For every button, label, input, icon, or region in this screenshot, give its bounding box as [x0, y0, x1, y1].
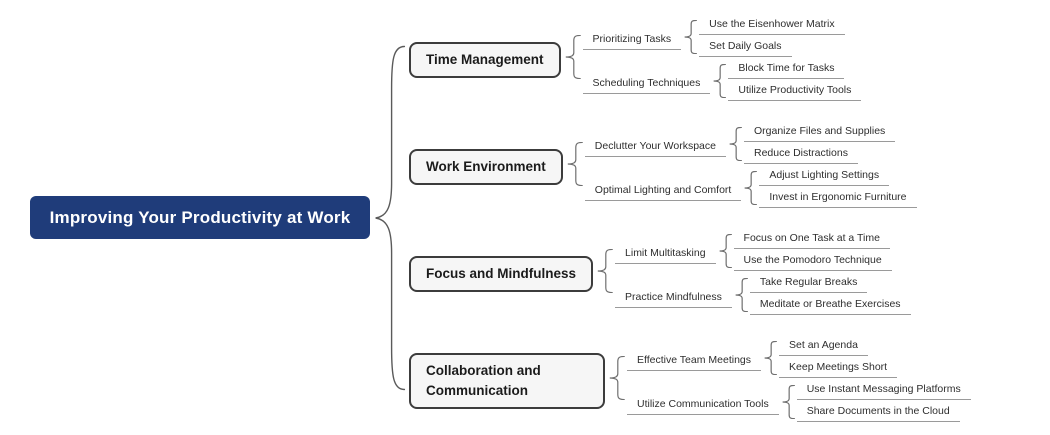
- subtopic-brace-connector: [684, 20, 697, 54]
- child-group: Practice Mindfulness Take Regular Breaks…: [615, 271, 911, 315]
- subtopic-node[interactable]: Optimal Lighting and Comfort: [584, 179, 742, 201]
- branch-node-time-management[interactable]: Time Management: [409, 42, 561, 78]
- children-column: Declutter Your Workspace Organize Files …: [584, 120, 917, 208]
- leaves-column: Use Instant Messaging Platforms Share Do…: [796, 378, 971, 422]
- leaves-column: Take Regular Breaks Meditate or Breathe …: [749, 271, 911, 315]
- root-node-label: Improving Your Productivity at Work: [49, 207, 351, 227]
- subtopic-brace-connector: [744, 171, 757, 205]
- leaves-column: Focus on One Task at a Time Use the Pomo…: [733, 227, 892, 271]
- root-node[interactable]: Improving Your Productivity at Work: [30, 196, 370, 239]
- branch-label: Focus and Mindfulness: [426, 266, 577, 282]
- leaf-node[interactable]: Adjust Lighting Settings: [759, 164, 890, 186]
- root-brace-connector: [374, 43, 406, 393]
- leaf-node[interactable]: Use the Pomodoro Technique: [733, 249, 892, 271]
- child-group: Prioritizing Tasks Use the Eisenhower Ma…: [582, 13, 862, 57]
- subtopic-node[interactable]: Practice Mindfulness: [615, 286, 732, 308]
- leaf-node[interactable]: Set Daily Goals: [699, 35, 792, 57]
- subtopic-node[interactable]: Scheduling Techniques: [582, 72, 711, 94]
- leaf-node[interactable]: Keep Meetings Short: [779, 356, 898, 378]
- leaves-column: Block Time for Tasks Utilize Productivit…: [728, 57, 862, 101]
- branch-brace-connector: [567, 142, 583, 186]
- subtopic-brace-connector: [764, 341, 777, 375]
- leaf-node[interactable]: Block Time for Tasks: [728, 57, 845, 79]
- leaves-column: Adjust Lighting Settings Invest in Ergon…: [759, 164, 917, 208]
- subtopic-node[interactable]: Effective Team Meetings: [627, 349, 762, 371]
- subtopic-node[interactable]: Limit Multitasking: [615, 242, 716, 264]
- branch-node-work-environment[interactable]: Work Environment: [409, 149, 563, 185]
- branch-group-focus-and-mindfulness: Focus and Mindfulness Limit Multitasking…: [409, 227, 971, 315]
- subtopic-brace-connector: [782, 385, 795, 419]
- child-group: Utilize Communication Tools Use Instant …: [627, 378, 971, 422]
- child-group: Declutter Your Workspace Organize Files …: [584, 120, 917, 164]
- branch-node-collaboration-and-communication[interactable]: Collaboration and Communication: [409, 353, 605, 409]
- leaf-node[interactable]: Utilize Productivity Tools: [728, 79, 862, 101]
- subtopic-node[interactable]: Prioritizing Tasks: [582, 28, 682, 50]
- branch-group-time-management: Time Management Prioritizing Tasks Use t…: [409, 13, 971, 101]
- subtopic-brace-connector: [719, 234, 732, 268]
- subtopic-node[interactable]: Declutter Your Workspace: [584, 135, 726, 157]
- leaf-node[interactable]: Set an Agenda: [779, 334, 868, 356]
- leaves-column: Set an Agenda Keep Meetings Short: [779, 334, 898, 378]
- branch-label: Work Environment: [426, 159, 546, 175]
- leaf-node[interactable]: Organize Files and Supplies: [743, 120, 896, 142]
- subtopic-brace-connector: [729, 127, 742, 161]
- branch-brace-connector: [609, 356, 625, 400]
- leaf-node[interactable]: Invest in Ergonomic Furniture: [759, 186, 917, 208]
- children-column: Prioritizing Tasks Use the Eisenhower Ma…: [582, 13, 862, 101]
- subtopic-node[interactable]: Utilize Communication Tools: [627, 393, 779, 415]
- branches-column: Time Management Prioritizing Tasks Use t…: [409, 13, 971, 422]
- leaf-node[interactable]: Meditate or Breathe Exercises: [749, 293, 911, 315]
- child-group: Optimal Lighting and Comfort Adjust Ligh…: [584, 164, 917, 208]
- child-group: Scheduling Techniques Block Time for Tas…: [582, 57, 862, 101]
- branch-node-focus-and-mindfulness[interactable]: Focus and Mindfulness: [409, 256, 594, 292]
- subtopic-brace-connector: [735, 278, 748, 312]
- leaf-node[interactable]: Share Documents in the Cloud: [796, 400, 960, 422]
- branch-group-collaboration-and-communication: Collaboration and Communication Effectiv…: [409, 334, 971, 422]
- child-group: Effective Team Meetings Set an Agenda Ke…: [627, 334, 971, 378]
- subtopic-brace-connector: [713, 64, 726, 98]
- children-column: Effective Team Meetings Set an Agenda Ke…: [627, 334, 971, 422]
- branch-brace-connector: [565, 35, 581, 79]
- children-column: Limit Multitasking Focus on One Task at …: [615, 227, 911, 315]
- leaf-node[interactable]: Take Regular Breaks: [749, 271, 868, 293]
- leaf-node[interactable]: Use the Eisenhower Matrix: [699, 13, 845, 35]
- leaves-column: Organize Files and Supplies Reduce Distr…: [743, 120, 896, 164]
- branch-label: Time Management: [426, 52, 544, 68]
- leaf-node[interactable]: Focus on One Task at a Time: [733, 227, 890, 249]
- branch-label: Collaboration and Communication: [426, 363, 541, 398]
- branch-brace-connector: [597, 249, 613, 293]
- leaves-column: Use the Eisenhower Matrix Set Daily Goal…: [699, 13, 845, 57]
- leaf-node[interactable]: Reduce Distractions: [743, 142, 858, 164]
- branch-group-work-environment: Work Environment Declutter Your Workspac…: [409, 120, 971, 208]
- child-group: Limit Multitasking Focus on One Task at …: [615, 227, 911, 271]
- leaf-node[interactable]: Use Instant Messaging Platforms: [796, 378, 971, 400]
